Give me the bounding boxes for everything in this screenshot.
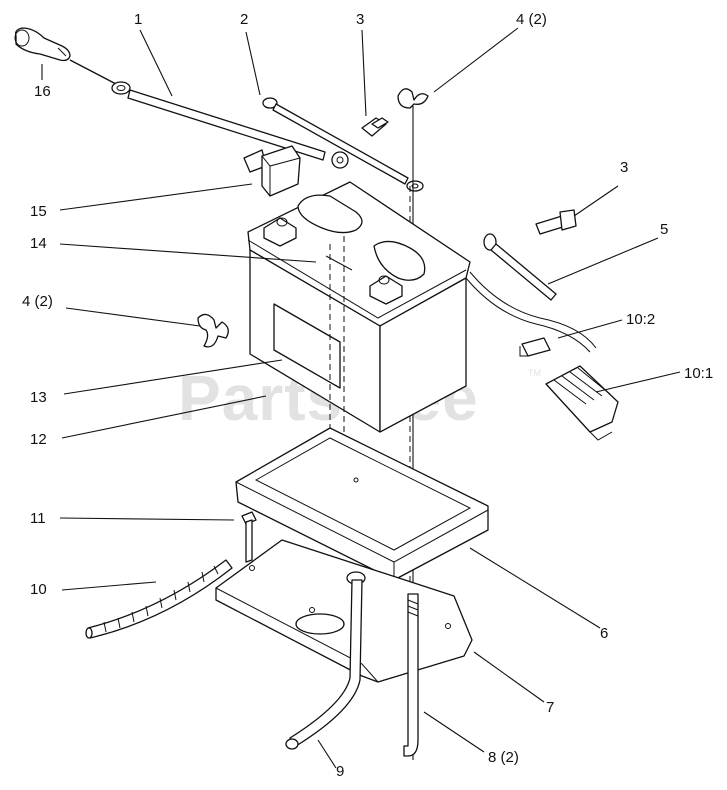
callout-15: 15	[30, 203, 47, 220]
callout-2: 2	[240, 11, 248, 28]
battery-part	[247, 181, 471, 541]
positive-cable-part	[69, 59, 349, 169]
fuse-block-part	[545, 365, 619, 441]
callout-4-top: 4 (2)	[516, 11, 547, 28]
leader-lines	[41, 27, 681, 769]
callout-10-2: 10:2	[626, 311, 655, 328]
callout-10: 10	[30, 581, 47, 598]
bolt-right-part	[535, 209, 577, 235]
callout-4-left: 4 (2)	[22, 293, 53, 310]
terminal-boot-part	[14, 27, 71, 62]
bolt-top-part	[361, 117, 389, 137]
callout-12: 12	[30, 431, 47, 448]
callout-11: 11	[30, 510, 46, 527]
screw-part	[241, 511, 257, 563]
callout-13: 13	[30, 389, 47, 406]
callout-labels: 1 2 3 4 (2) 3 5 16 15 14 4 (2) 10:2 10:1…	[22, 11, 713, 780]
wing-nut-top-part	[397, 88, 429, 109]
callout-10-1: 10:1	[684, 365, 713, 382]
fuse-holder-part	[519, 337, 551, 357]
hold-down-strap-part	[262, 97, 424, 192]
terminal-cover-part	[243, 145, 301, 197]
callout-1: 1	[134, 11, 142, 28]
callout-8: 8 (2)	[488, 749, 519, 766]
callout-14: 14	[30, 235, 47, 252]
j-bolt-part	[403, 593, 419, 757]
callout-6: 6	[600, 625, 608, 642]
callout-3-right: 3	[620, 159, 628, 176]
callout-5: 5	[660, 221, 668, 238]
callout-7: 7	[546, 699, 554, 716]
mounting-plate-part	[215, 539, 473, 683]
wire-sleeve-part	[85, 559, 233, 639]
negative-cable-part	[465, 233, 597, 353]
callout-3-top: 3	[356, 11, 364, 28]
battery-tray-part	[235, 427, 489, 581]
watermark-trademark: TM	[528, 368, 541, 378]
wing-nut-left-part	[197, 313, 229, 348]
vent-tube-part	[285, 579, 363, 750]
callout-9: 9	[336, 763, 344, 780]
callout-16: 16	[34, 83, 51, 100]
